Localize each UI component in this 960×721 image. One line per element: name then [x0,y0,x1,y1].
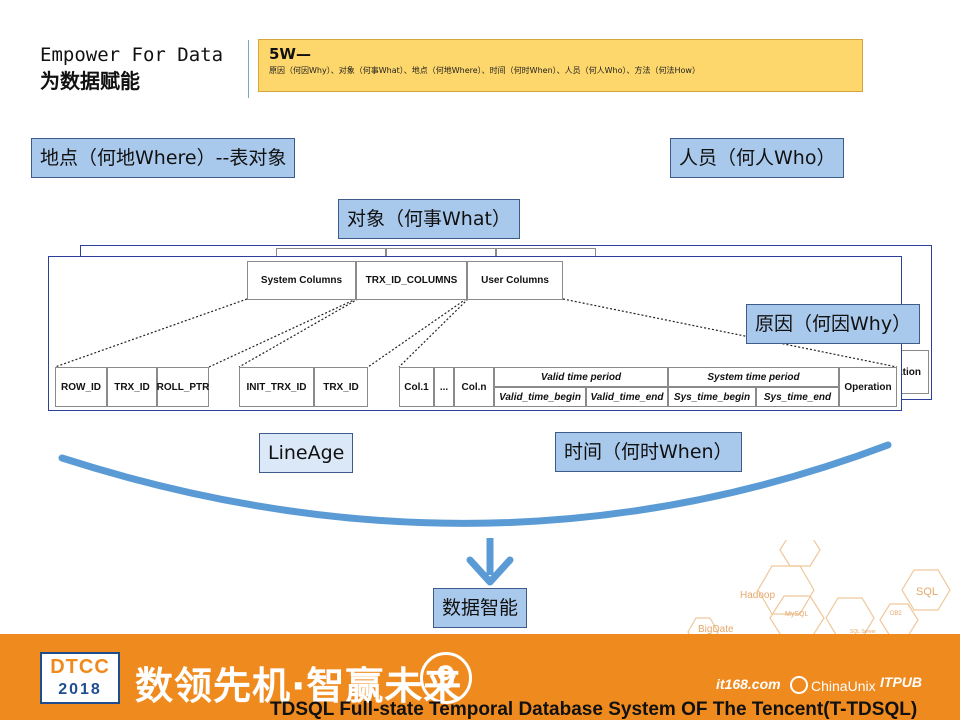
system-time-period-header: System time period [668,367,839,387]
five-w-banner: 5W— 原因（何因Why）、对象（何事What）、地点（何地Where）、时间（… [258,39,863,92]
group-trx-id-columns: TRX_ID_COLUMNS [356,261,467,300]
connector-line [54,298,248,368]
connector-line [367,298,467,368]
label-data-intelligence: 数据智能 [433,588,528,628]
connector-line [208,298,357,368]
column-operation: Operation [839,367,897,407]
curve-line [58,441,892,527]
dtcc-logo-text: DTCC [50,656,110,678]
column-trx-id-2: TRX_ID [314,367,368,407]
dtcc-logo: DTCC 2018 [40,652,120,704]
partner-chinaunix-label: ChinaUnix [811,678,876,694]
dtcc-logo-year: 2018 [58,681,102,698]
tech-tag-sqlserver: SQL Server [850,629,876,635]
label-why: 原因（何因Why） [746,304,921,344]
partner-it168: it168.com [716,676,781,692]
column-init-trx-id: INIT_TRX_ID [239,367,314,407]
tech-tag-mysql: MySQL [785,611,808,618]
anniversary-badge: 9 [420,652,472,704]
convergence-curve [58,441,892,586]
diagram-connectors [54,298,898,368]
connector-line [398,298,469,368]
column-sys-time-end: Sys_time_end [756,387,839,407]
tech-hexagon-background: Hadoop SQL MySQL BigDate DB2 SQL Server [687,540,951,640]
tech-tag-bigdate: BigDate [698,624,734,635]
column-valid-time-end: Valid_time_end [586,387,668,407]
group-user-columns: User Columns [467,261,563,300]
connector-line [562,298,898,368]
column-ellipsis: ... [434,367,454,407]
group-system-columns: System Columns [247,261,356,300]
column-trx-id: TRX_ID [107,367,157,407]
partner-itpub: ITPUB [880,674,922,690]
header-divider [248,40,249,98]
banner-title: 5W— [269,45,311,63]
tech-tag-sql: SQL [916,586,938,598]
slide-footer-subtitle: TDSQL Full-state Temporal Database Syste… [270,699,918,720]
valid-time-period-header: Valid time period [494,367,668,387]
column-sys-time-begin: Sys_time_begin [668,387,756,407]
hexagon-shape [687,617,719,640]
column-col-1: Col.1 [399,367,434,407]
tech-tag-db2: DB2 [890,611,902,617]
slide-title-line2: 为数据赋能 [40,69,140,93]
connector-line [238,298,359,368]
column-valid-time-begin: Valid_time_begin [494,387,586,407]
slide-title: Empower For Data 为数据赋能 [40,42,223,94]
label-who: 人员（何人Who） [670,138,845,178]
hexagon-shape [901,569,951,611]
banner-subtitle: 原因（何因Why）、对象（何事What）、地点（何地Where）、时间（何时Wh… [269,66,700,75]
column-row-id: ROW_ID [55,367,107,407]
label-lineage: LineAge [259,433,354,473]
label-what: 对象（何事What） [338,199,520,239]
back-group-cell [496,248,596,258]
hexagon-shape [779,540,821,567]
chinaunix-icon [790,676,808,694]
slide-title-line1: Empower For Data [40,44,224,66]
column-col-n: Col.n [454,367,494,407]
conference-slogan: 数领先机·智赢未来 [135,664,463,708]
tech-tag-hadoop: Hadoop [740,590,775,601]
arrow-down-icon [466,556,514,586]
back-group-cell [276,248,386,258]
label-where: 地点（何地Where）--表对象 [31,138,296,178]
back-group-cell [386,248,496,258]
column-roll-ptr: ROLL_PTR [157,367,209,407]
hexagon-shape [879,603,919,637]
partner-chinaunix: ChinaUnix [790,676,876,694]
label-when: 时间（何时When） [555,432,742,472]
hexagon-shape [769,595,825,640]
